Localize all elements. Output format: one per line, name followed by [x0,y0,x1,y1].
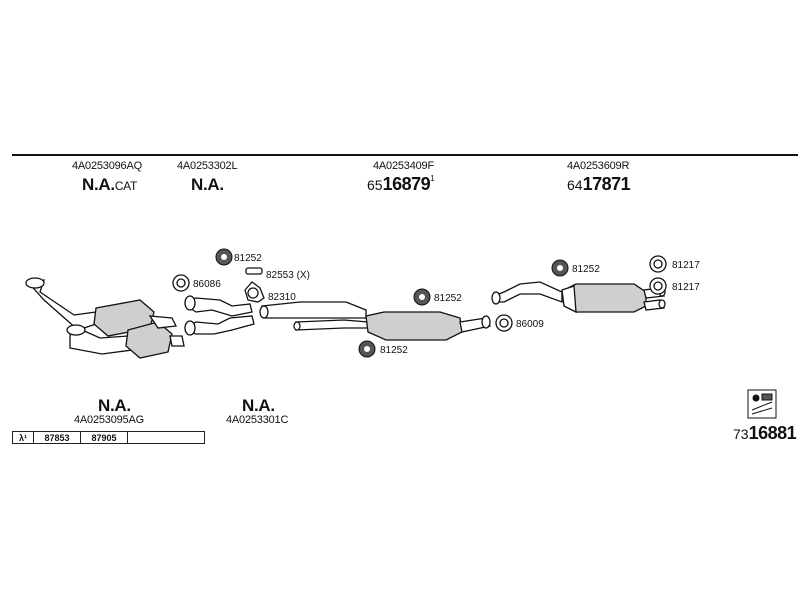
lambda-value-3 [127,431,205,444]
part-number-middle-silencer: 65168791 [367,174,435,194]
part-label-front-cat: N.A.CAT [82,175,138,194]
label-86009: 86009 [516,319,544,330]
label-81217-a: 81217 [672,260,700,271]
part-code-middle-silencer: 4A0253409F [373,160,434,172]
rubber-mount-81252-c [358,340,376,358]
intermediate-y-pipe-lower [295,319,369,331]
rubber-mount-81252-b [413,288,431,306]
middle-silencer-body [365,311,463,341]
label-81252-c: 81252 [380,345,408,356]
clamp-82553-bolt [245,267,263,275]
rubber-mount-81252-d [551,259,569,277]
part-code-rear-silencer: 4A0253609R [567,160,630,172]
front-pipe-upper-flange [184,295,196,311]
lambda-sensor-table: λ¹ 87853 87905 [12,431,205,444]
label-82310: 82310 [268,292,296,303]
rubber-mount-81252-a [215,248,233,266]
footer-middle-code: 4A0253301C [226,414,289,426]
catalog-number: 7316881 [733,423,797,443]
label-81252-b: 81252 [434,293,462,304]
footer-left-label: N.A. [98,396,131,415]
part-number-rear-silencer: 6417871 [567,174,631,194]
lambda-value-1: 87853 [33,431,81,444]
front-pipe-lower [187,315,255,335]
front-pipe-lower-flange [184,320,196,336]
catalog-symbol-icon [747,389,777,419]
part-label-front-pipe: N.A. [191,175,224,194]
label-86086: 86086 [193,279,221,290]
rear-connecting-pipe [493,281,563,303]
part-code-front-pipe: 4A0253302L [177,160,238,172]
intermediate-y-pipe [261,301,367,319]
label-81252-a: 81252 [234,253,262,264]
front-pipe-upper [187,297,253,317]
label-81252-d: 81252 [572,264,600,275]
lambda-value-2: 87905 [80,431,128,444]
label-81217-b: 81217 [672,282,700,293]
cat-outlet-lower [169,335,185,347]
front-flange-lower [66,324,86,336]
top-divider-line [12,154,798,156]
front-flange-upper [25,277,45,289]
footer-left-code: 4A0253095AG [74,414,144,426]
footer-middle-label: N.A. [242,396,275,415]
label-82553: 82553 (X) [266,270,310,281]
lambda-symbol: λ¹ [12,431,34,444]
part-code-front-cat: 4A0253096AQ [72,160,142,172]
cat-outlet-upper [148,315,177,329]
